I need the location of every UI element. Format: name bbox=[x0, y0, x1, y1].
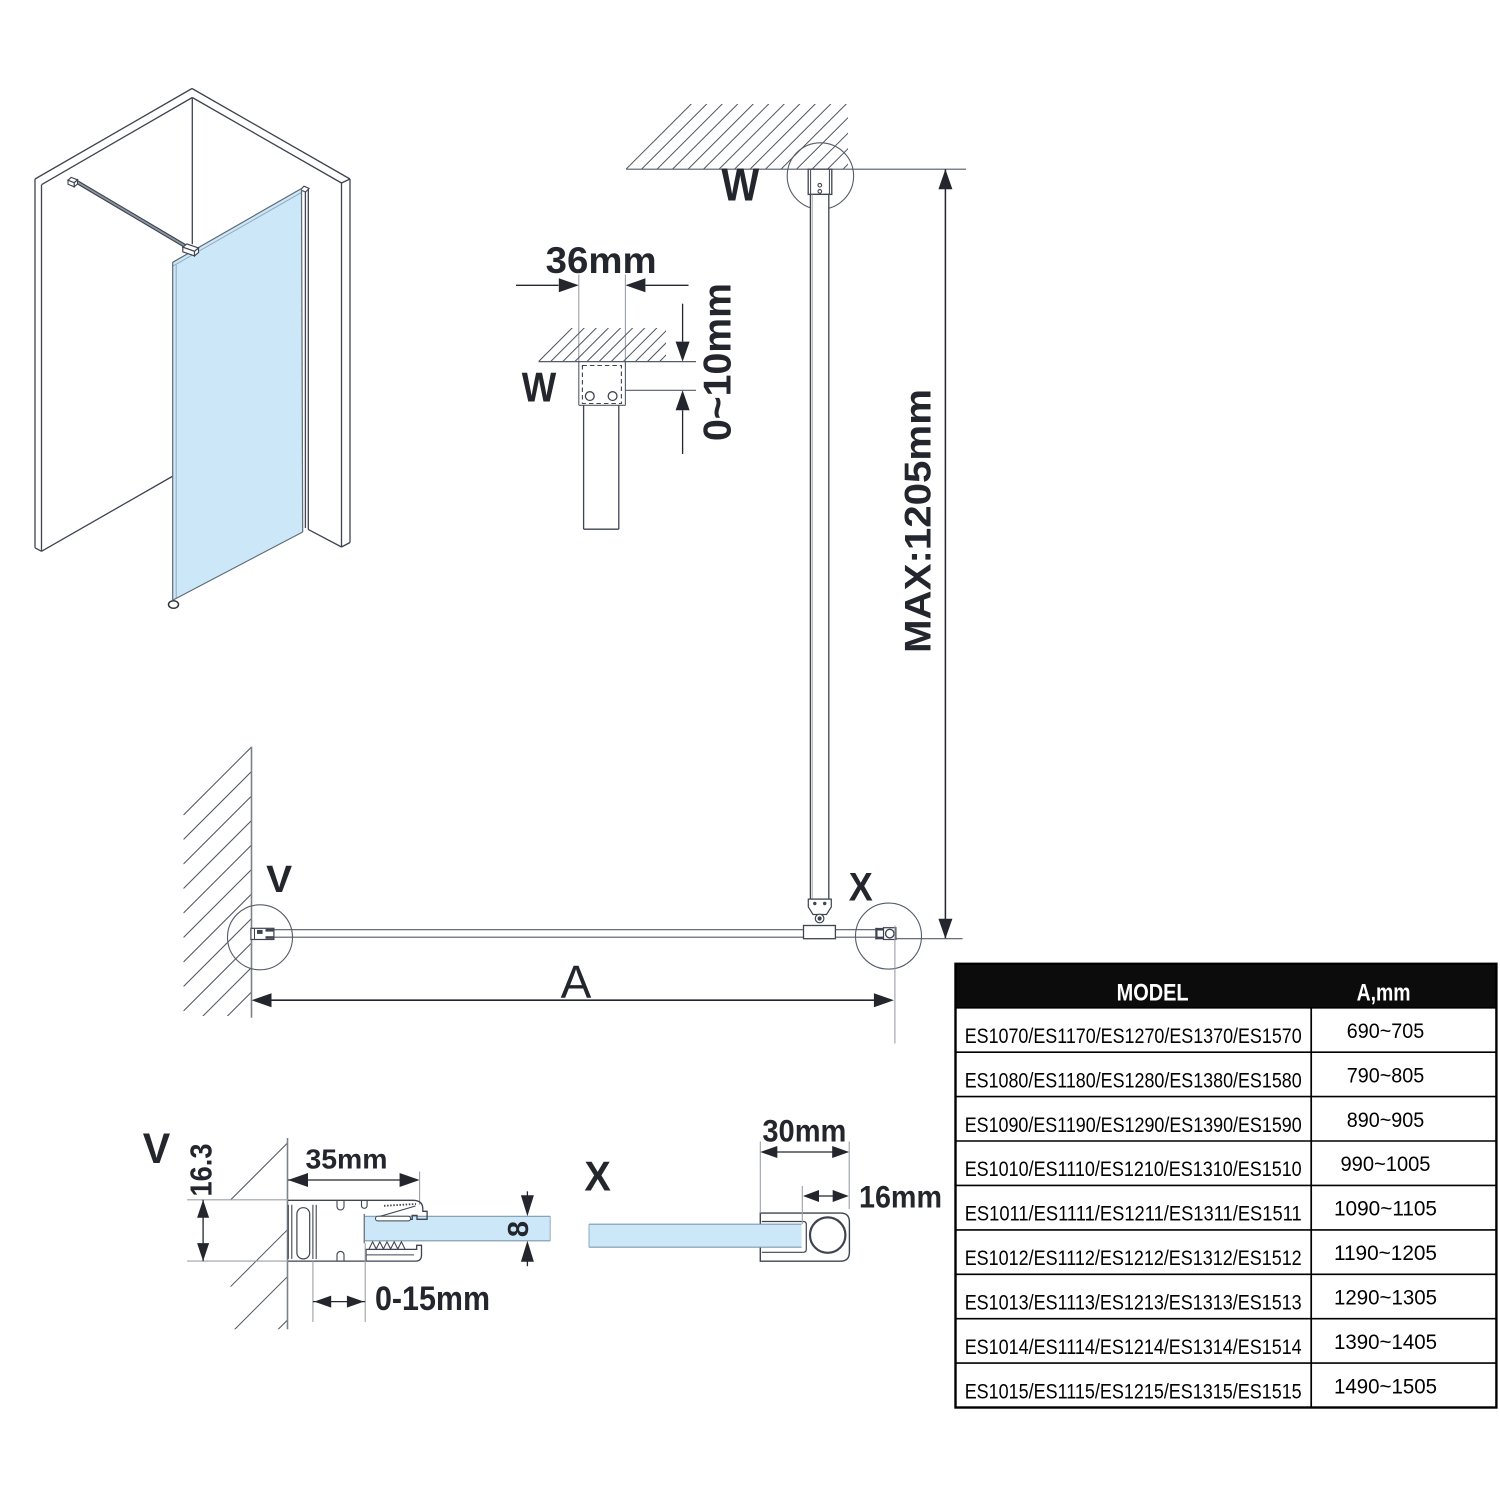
svg-text:MAX:1205mm: MAX:1205mm bbox=[896, 389, 938, 653]
svg-text:0~10mm: 0~10mm bbox=[697, 283, 740, 441]
svg-text:890~905: 890~905 bbox=[1347, 1107, 1425, 1132]
svg-text:X: X bbox=[849, 866, 873, 910]
svg-text:V: V bbox=[143, 1126, 171, 1173]
svg-text:ES1015/ES1115/ES1215/ES1315/ES: ES1015/ES1115/ES1215/ES1315/ES1515 bbox=[965, 1378, 1302, 1403]
svg-text:MODEL: MODEL bbox=[1117, 979, 1189, 1006]
svg-text:ES1014/ES1114/ES1214/ES1314/ES: ES1014/ES1114/ES1214/ES1314/ES1514 bbox=[965, 1334, 1302, 1359]
svg-text:790~805: 790~805 bbox=[1347, 1062, 1425, 1087]
svg-text:ES1012/ES1112/ES1212/ES1312/ES: ES1012/ES1112/ES1212/ES1312/ES1512 bbox=[965, 1245, 1302, 1270]
svg-text:36mm: 36mm bbox=[546, 239, 657, 281]
svg-text:W: W bbox=[721, 158, 760, 210]
svg-text:V: V bbox=[266, 859, 293, 901]
svg-text:ES1080/ES1180/ES1280/ES1380/ES: ES1080/ES1180/ES1280/ES1380/ES1580 bbox=[965, 1067, 1302, 1092]
svg-text:1290~1305: 1290~1305 bbox=[1334, 1285, 1437, 1310]
svg-text:ES1010/ES1110/ES1210/ES1310/ES: ES1010/ES1110/ES1210/ES1310/ES1510 bbox=[965, 1156, 1302, 1181]
svg-text:0-15mm: 0-15mm bbox=[375, 1280, 490, 1318]
svg-text:ES1013/ES1113/ES1213/ES1313/ES: ES1013/ES1113/ES1213/ES1313/ES1513 bbox=[965, 1290, 1302, 1315]
svg-text:35mm: 35mm bbox=[306, 1143, 388, 1174]
svg-text:1090~1105: 1090~1105 bbox=[1334, 1196, 1437, 1221]
svg-text:690~705: 690~705 bbox=[1347, 1018, 1425, 1043]
svg-text:ES1011/ES1111/ES1211/ES1311/ES: ES1011/ES1111/ES1211/ES1311/ES1511 bbox=[965, 1201, 1302, 1226]
svg-text:8: 8 bbox=[503, 1221, 535, 1237]
svg-text:A,mm: A,mm bbox=[1357, 979, 1411, 1006]
svg-text:ES1090/ES1190/ES1290/ES1390/ES: ES1090/ES1190/ES1290/ES1390/ES1590 bbox=[965, 1112, 1302, 1137]
svg-text:16.3: 16.3 bbox=[184, 1144, 219, 1197]
svg-text:1390~1405: 1390~1405 bbox=[1334, 1329, 1437, 1354]
svg-text:X: X bbox=[584, 1152, 611, 1199]
svg-text:W: W bbox=[522, 364, 557, 411]
svg-text:990~1005: 990~1005 bbox=[1341, 1151, 1431, 1176]
svg-text:A: A bbox=[561, 956, 592, 1008]
svg-text:30mm: 30mm bbox=[762, 1112, 846, 1148]
svg-text:16mm: 16mm bbox=[859, 1178, 942, 1214]
svg-text:1190~1205: 1190~1205 bbox=[1334, 1240, 1437, 1265]
svg-text:ES1070/ES1170/ES1270/ES1370/ES: ES1070/ES1170/ES1270/ES1370/ES1570 bbox=[965, 1023, 1302, 1048]
svg-text:1490~1505: 1490~1505 bbox=[1334, 1373, 1437, 1398]
